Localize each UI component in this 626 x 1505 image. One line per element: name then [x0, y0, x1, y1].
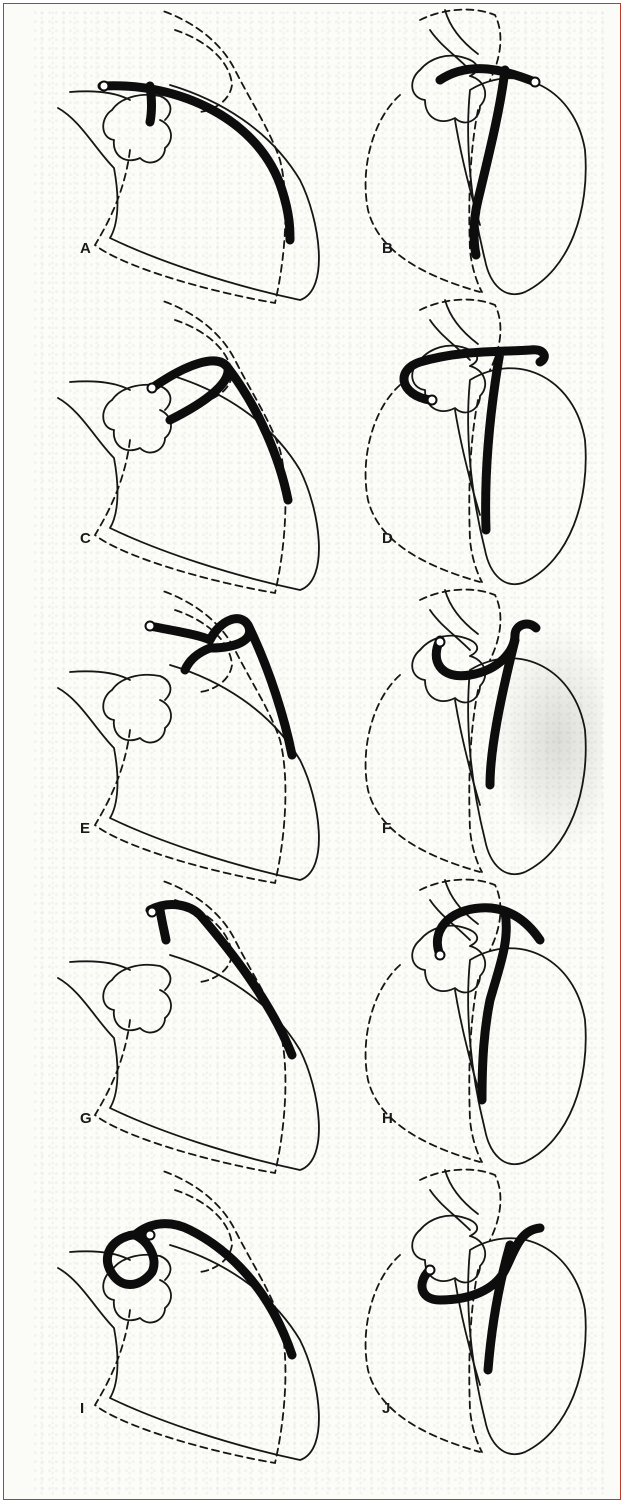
ventricle-dashed-outline: [366, 965, 480, 1162]
panel-label-E: E: [80, 820, 90, 837]
heart-outline: [58, 955, 319, 1170]
aorta-wall: [70, 671, 130, 680]
panel-E: E: [58, 590, 319, 883]
catheter-tip: [148, 384, 157, 393]
aortic-root: [420, 1216, 477, 1236]
aortic-root: [112, 385, 170, 410]
panel-label-A: A: [80, 240, 91, 257]
catheter-tip: [148, 908, 157, 917]
catheter: [102, 86, 290, 240]
heart-outline: [468, 658, 586, 874]
catheter: [440, 69, 535, 255]
aortic-cusps: [412, 360, 485, 412]
panel-label-D: D: [382, 530, 393, 547]
aortic-cusps: [412, 940, 485, 992]
ventricle-dashed-outline: [366, 385, 480, 582]
aortic-root: [112, 1255, 170, 1280]
aortic-cusps: [103, 400, 171, 453]
aorta-wall: [70, 1251, 130, 1260]
panel-G: G: [58, 880, 319, 1173]
panel-label-F: F: [382, 820, 391, 837]
panel-I: I: [58, 1170, 319, 1463]
catheter-tip: [531, 78, 540, 87]
panel-A: A: [58, 10, 319, 303]
catheter-tip: [426, 1266, 435, 1275]
ventricle-dashed-outline: [95, 1170, 285, 1463]
aortic-cusps: [103, 110, 171, 163]
heart-outline: [58, 1245, 319, 1460]
septum-dashed-line: [469, 690, 482, 872]
catheter: [152, 361, 288, 500]
aortic-root: [420, 926, 477, 946]
panel-label-J: J: [382, 1400, 390, 1417]
aortic-root: [420, 636, 477, 656]
ventricle-dashed-outline: [366, 675, 480, 872]
catheter-tip: [146, 1231, 155, 1240]
aortic-cusps: [103, 690, 171, 743]
catheter-tip: [146, 622, 155, 631]
aortic-root: [112, 675, 170, 700]
atrium-dashed-outline: [420, 1170, 500, 1240]
catheter-tip: [436, 638, 445, 647]
ventricle-dashed-outline: [95, 10, 285, 303]
panel-label-C: C: [80, 530, 91, 547]
panel-label-I: I: [80, 1400, 84, 1417]
catheter-tip: [100, 82, 109, 91]
panel-H: H: [366, 880, 586, 1165]
panel-J: J: [366, 1170, 586, 1455]
catheter-tip: [428, 396, 437, 405]
ventricle-dashed-outline: [95, 300, 285, 593]
aorta-wall: [70, 961, 130, 970]
ventricle-dashed-outline: [366, 95, 480, 292]
atrium-dashed-outline: [420, 590, 500, 660]
catheter: [436, 624, 536, 785]
catheter: [437, 908, 540, 1100]
ventricle-dashed-outline: [95, 880, 285, 1173]
panel-C: C: [58, 300, 319, 593]
aortic-root: [112, 965, 170, 990]
panel-D: D: [366, 300, 586, 585]
panel-label-G: G: [80, 1110, 92, 1127]
aorta-wall: [70, 91, 130, 100]
catheter-tip: [436, 951, 445, 960]
septum-dashed-line: [469, 400, 482, 582]
aortic-root: [112, 95, 170, 120]
panel-F: F: [366, 590, 586, 875]
aorta-wall: [70, 381, 130, 390]
catheter: [422, 1228, 540, 1370]
panel-label-H: H: [382, 1110, 393, 1127]
aortic-cusps: [103, 980, 171, 1033]
catheter: [107, 1224, 292, 1355]
panel-label-B: B: [382, 240, 393, 257]
panel-B: B: [366, 10, 586, 295]
